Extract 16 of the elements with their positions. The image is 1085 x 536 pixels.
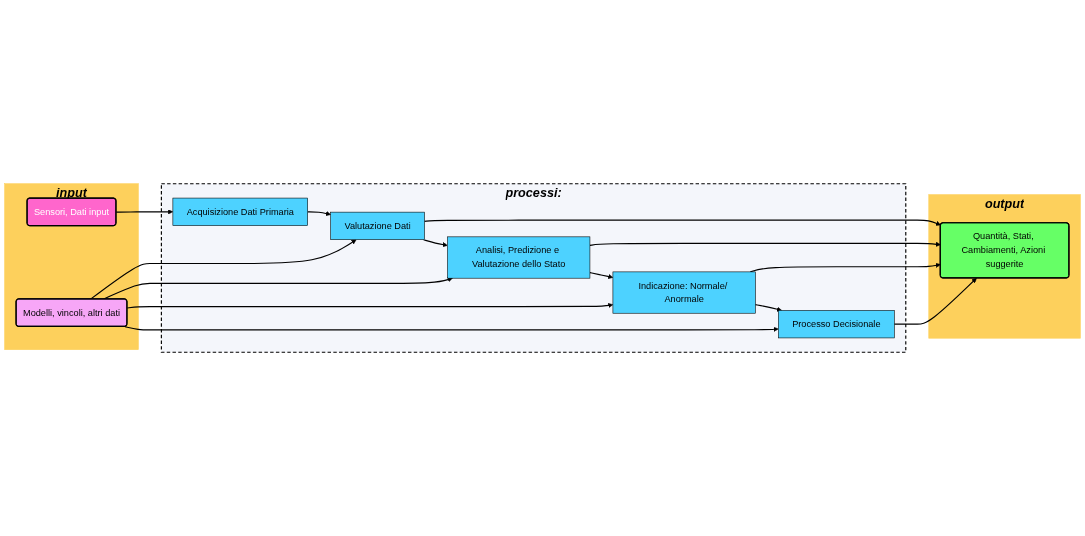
node-box: Analisi, Predizione e Valutazione dello Stato (447, 236, 591, 279)
arrow (754, 304, 782, 312)
arrow (589, 272, 614, 279)
node-box: Acquisizione Dati Primaria (172, 197, 308, 226)
node-box: Indicazione: Normale/ Anormale (612, 271, 756, 314)
node-box: Valutazione Dati (330, 211, 425, 240)
arrow (124, 326, 779, 332)
arrow (126, 302, 614, 309)
arrow (893, 277, 977, 325)
arrow (307, 211, 331, 216)
node-box: Processo Decisionale (778, 310, 895, 339)
arrow (90, 239, 357, 300)
arrow (115, 209, 174, 215)
arrow (422, 239, 448, 248)
arrow (589, 241, 941, 247)
arrow (423, 219, 941, 226)
